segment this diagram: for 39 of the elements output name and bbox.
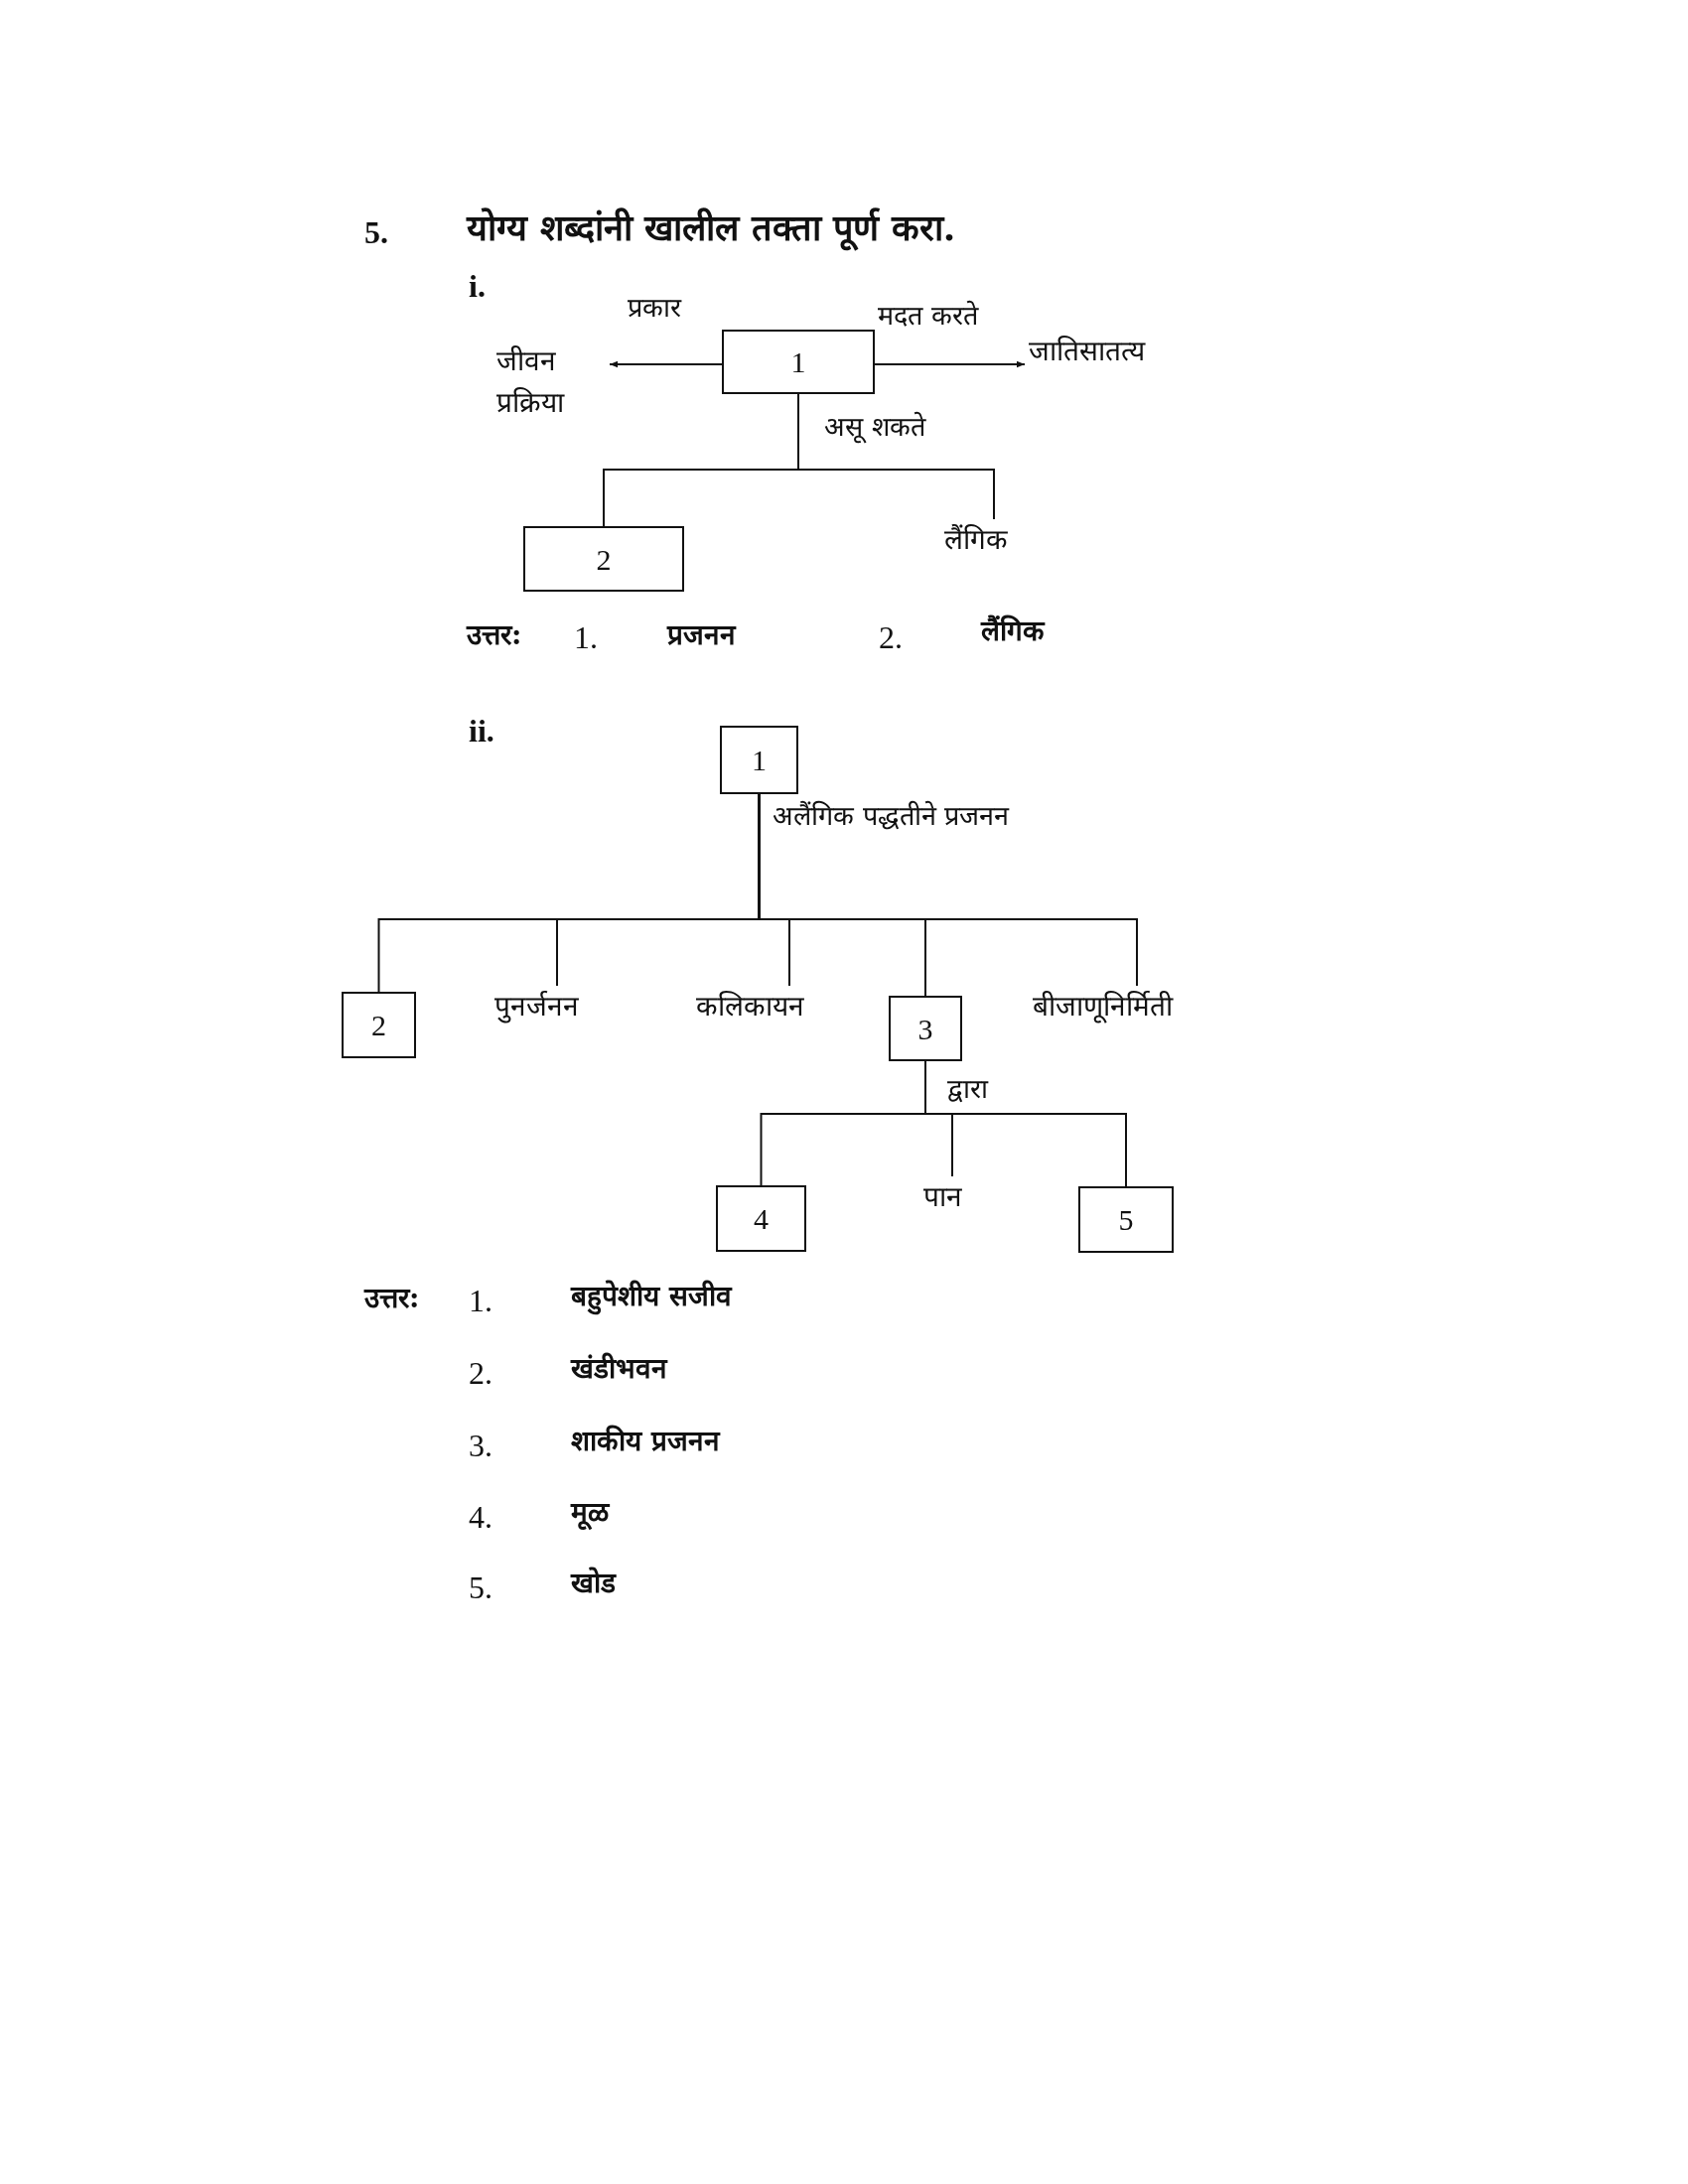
term-text: जीवन प्रक्रिया [496,341,606,436]
answer-box: 2 [342,992,416,1058]
answer-number: 1. [469,1282,492,1320]
answer-text: लैंगिक [981,614,1045,649]
term-text: बीजाणूनिर्मिती [1033,986,1236,1030]
answer-text: मूळ [571,1495,609,1532]
term-text: जातिसातत्य [1029,331,1207,372]
answer-text: बहुपेशीय सजीव [571,1279,732,1315]
answer-text: खंडीभवन [571,1351,667,1387]
connector-line [924,1060,1127,1187]
answer-number: 2. [879,618,903,657]
answer-text: शाकीय प्रजनन [571,1424,720,1459]
answer-text: खोड [571,1566,616,1601]
question-number: 5. [364,213,388,252]
answer-number: 3. [469,1427,492,1465]
term-text: पुनर्जनन [494,986,609,1037]
answer-box: 5 [1078,1186,1174,1253]
arrow [609,360,723,368]
answer-text: प्रजनन [667,617,736,653]
term-text: लैंगिक [944,519,1044,567]
connector-line [797,393,995,520]
answer-heading: उत्तर: [467,617,522,653]
answer-number: 2. [469,1354,492,1393]
term-text: पान [923,1176,985,1228]
term-text: कलिकायन [696,986,860,1037]
answer-number: 5. [469,1569,492,1607]
answer-number: 4. [469,1498,492,1537]
answer-box: 4 [716,1185,806,1252]
answer-heading: उत्तर: [364,1281,420,1316]
answer-box: 2 [523,526,684,592]
subquestion-number: i. [469,267,486,306]
question-title: योग्य शब्दांनी खालील तक्ता पूर्ण करा. [467,205,956,251]
answer-box: 1 [720,726,798,794]
arrow [874,360,1026,368]
answer-number: 1. [574,618,598,657]
connector-line [758,793,1138,987]
answer-box: 3 [889,996,962,1061]
answer-box: 1 [722,330,875,394]
subquestion-number: ii. [469,712,494,751]
